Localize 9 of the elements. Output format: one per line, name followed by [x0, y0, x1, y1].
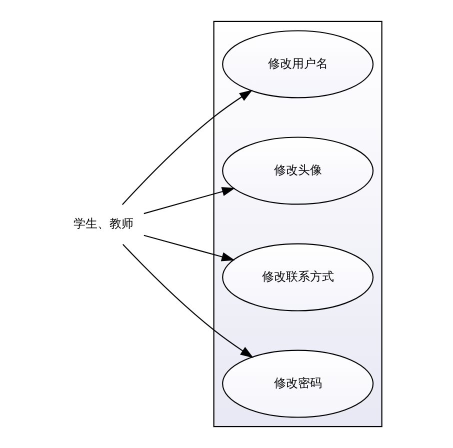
arrow [143, 234, 234, 262]
arrow [122, 244, 254, 358]
cluster [212, 20, 382, 428]
arrow [121, 90, 252, 205]
node-ellipse: 修改密码 [222, 350, 374, 418]
node-text: 学生、教师 [72, 216, 133, 231]
node-ellipse: 修改用户名 [222, 30, 374, 98]
node-ellipse: 修改联系方式 [222, 243, 374, 312]
arrow [143, 187, 235, 214]
